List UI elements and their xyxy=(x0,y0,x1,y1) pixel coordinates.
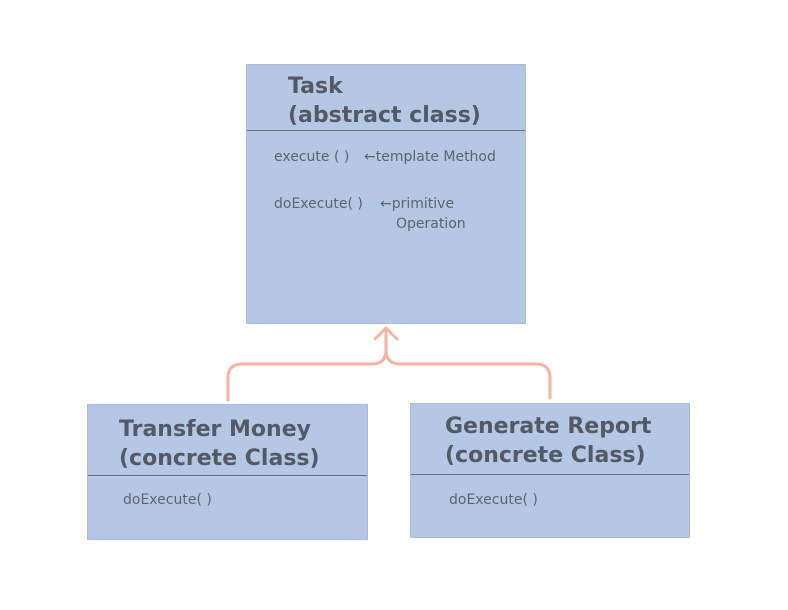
task-method-execute: execute ( ) ←template Method xyxy=(274,147,496,167)
task-method-doexecute: doExecute( ) ←primitive Operation xyxy=(274,194,466,232)
generate-report-title-line1: Generate Report xyxy=(445,414,652,439)
task-title-line1: Task xyxy=(288,74,343,99)
task-title-divider xyxy=(247,130,525,131)
generate-report-class-box: Generate Report (concrete Class) doExecu… xyxy=(410,403,690,538)
generate-report-title-line2: (concrete Class) xyxy=(445,443,646,468)
task-method-execute-note: ←template Method xyxy=(364,149,496,165)
transfer-money-class-title: Transfer Money (concrete Class) xyxy=(119,415,320,473)
task-class-box: Task (abstract class) execute ( ) ←templ… xyxy=(246,64,526,324)
generate-report-class-title: Generate Report (concrete Class) xyxy=(445,412,651,470)
generate-report-method-doexecute: doExecute( ) xyxy=(449,492,538,508)
transfer-money-method-doexecute: doExecute( ) xyxy=(123,492,212,508)
task-method-doexecute-note-line2: Operation xyxy=(396,216,466,232)
generate-report-title-divider xyxy=(411,474,689,475)
task-method-doexecute-note-line1: ←primitive xyxy=(380,196,455,212)
transfer-money-title-line2: (concrete Class) xyxy=(119,446,320,471)
task-class-title: Task (abstract class) xyxy=(288,72,481,130)
transfer-money-class-box: Transfer Money (concrete Class) doExecut… xyxy=(87,404,368,540)
transfer-money-title-divider xyxy=(88,475,367,476)
inheritance-line-generate-report xyxy=(384,348,552,400)
task-method-execute-name: execute ( ) xyxy=(274,149,350,165)
task-title-line2: (abstract class) xyxy=(288,103,481,128)
inheritance-arrowhead xyxy=(373,326,399,341)
transfer-money-title-line1: Transfer Money xyxy=(119,417,311,442)
task-method-doexecute-name: doExecute( ) xyxy=(274,196,363,212)
inheritance-line-transfer-money xyxy=(226,326,388,402)
